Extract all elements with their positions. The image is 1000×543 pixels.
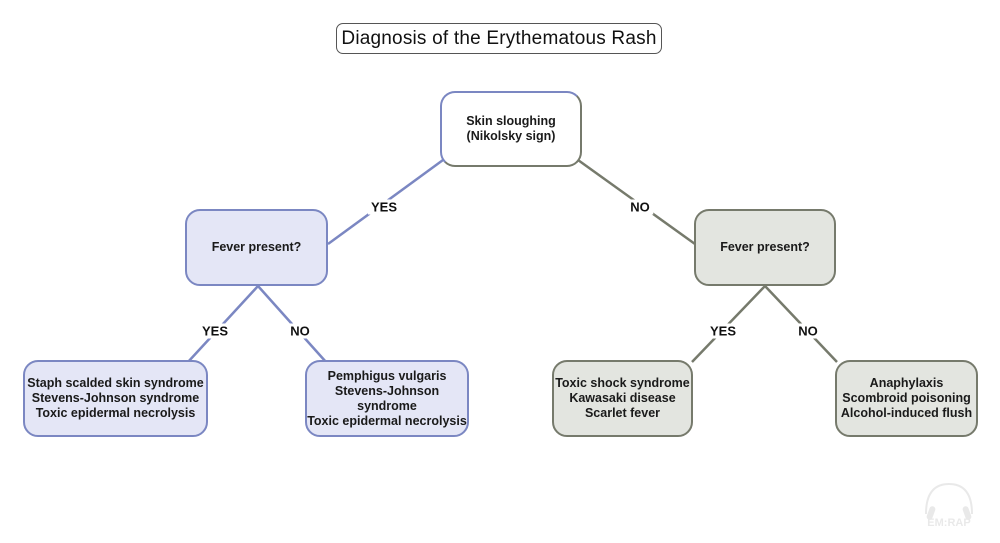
edge-label-left-no: NO [287, 323, 313, 339]
node-fever-present-yes-branch: Fever present? [185, 209, 328, 286]
node-line: Stevens-Johnson syndrome [334, 383, 440, 413]
node-line: Toxic epidermal necrolysis [307, 413, 467, 428]
node-line: Toxic shock syndrome [555, 376, 690, 390]
node-line: Skin sloughing [466, 114, 556, 128]
headphones-icon: EM:RAP [925, 482, 973, 529]
node-line: Pemphigus vulgaris [327, 368, 447, 383]
node-line: Scombroid poisoning [842, 391, 971, 405]
edge-label-right-no: NO [795, 323, 821, 339]
node-line: Anaphylaxis [869, 376, 944, 390]
node-line: Stevens-Johnson syndrome [31, 391, 200, 405]
leaf-sloughing-fever: Staph scalded skin syndrome Stevens-John… [23, 360, 208, 437]
node-line: Fever present? [211, 240, 302, 254]
node-line: Scarlet fever [584, 406, 661, 420]
edge-label-root-no: NO [627, 199, 653, 215]
leaf-no-sloughing-fever: Toxic shock syndrome Kawasaki disease Sc… [552, 360, 693, 437]
node-line: Kawasaki disease [569, 391, 676, 405]
node-line: Fever present? [720, 240, 810, 254]
edge-label-right-yes: YES [706, 323, 740, 339]
edge-label-root-yes: YES [367, 199, 401, 215]
node-line: Toxic epidermal necrolysis [35, 406, 196, 420]
watermark-text: EM:RAP [927, 517, 970, 529]
leaf-sloughing-no-fever: Pemphigus vulgaris Stevens-Johnson syndr… [305, 360, 469, 437]
leaf-no-sloughing-no-fever: Anaphylaxis Scombroid poisoning Alcohol-… [835, 360, 978, 437]
node-line: Staph scalded skin syndrome [27, 376, 204, 390]
node-fever-present-no-branch: Fever present? [694, 209, 836, 286]
node-line: (Nikolsky sign) [466, 129, 556, 143]
node-line: Alcohol-induced flush [840, 406, 973, 420]
diagram-title: Diagnosis of the Erythematous Rash [336, 23, 662, 54]
node-skin-sloughing: Skin sloughing (Nikolsky sign) [440, 91, 582, 167]
edge-label-left-yes: YES [198, 323, 232, 339]
emrap-watermark: EM:RAP [918, 480, 980, 530]
